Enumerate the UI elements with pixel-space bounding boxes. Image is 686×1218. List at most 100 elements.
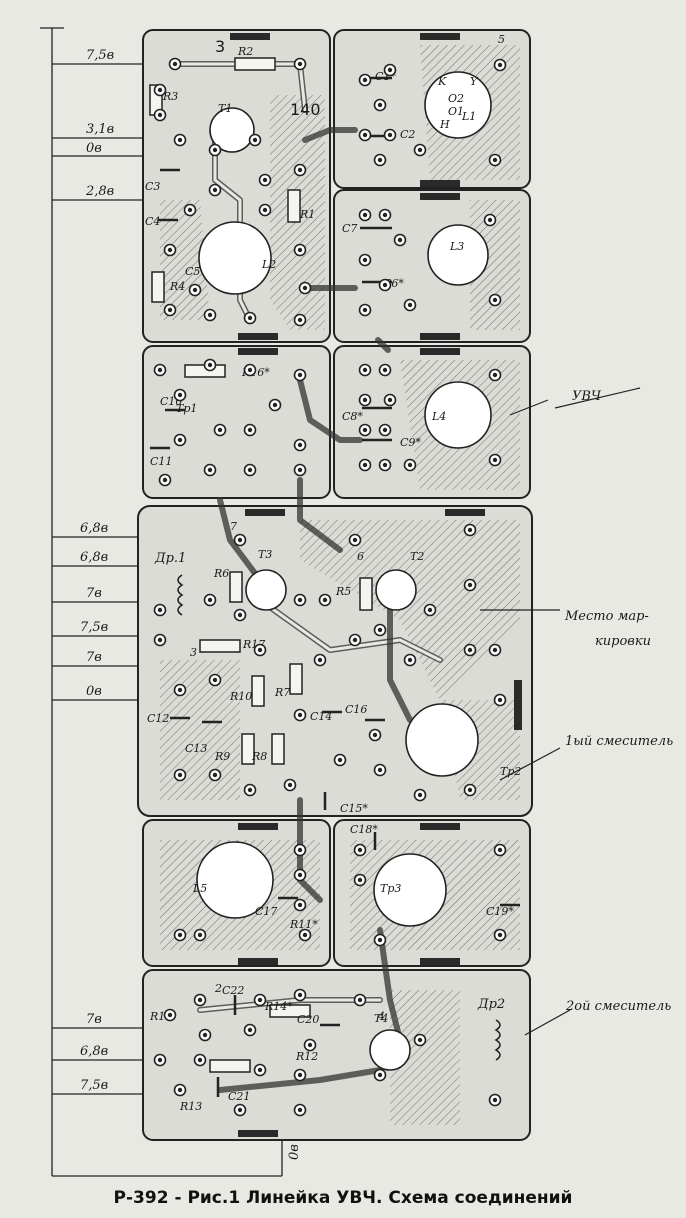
solder-pad-hole bbox=[467, 647, 473, 653]
solder-pad-hole bbox=[382, 462, 388, 468]
svg-text:C11: C11 bbox=[150, 455, 172, 468]
svg-text:T2: T2 bbox=[410, 550, 424, 563]
svg-text:L2: L2 bbox=[261, 258, 276, 271]
svg-text:3: 3 bbox=[190, 646, 197, 659]
solder-pad-hole bbox=[177, 437, 183, 443]
transistor-t2 bbox=[375, 569, 417, 611]
callout-uvch: УВЧ bbox=[572, 389, 602, 404]
solder-pad-hole bbox=[382, 367, 388, 373]
transistor-t3 bbox=[245, 569, 287, 611]
svg-text:R1: R1 bbox=[299, 208, 315, 221]
solder-pad-hole bbox=[257, 647, 263, 653]
solder-pad-hole bbox=[287, 782, 293, 788]
solder-pad-hole bbox=[362, 462, 368, 468]
solder-pad-hole bbox=[187, 207, 193, 213]
solder-pad-hole bbox=[297, 467, 303, 473]
solder-pad-hole bbox=[362, 132, 368, 138]
solder-pad-hole bbox=[262, 207, 268, 213]
svg-text:T4: T4 bbox=[374, 1012, 388, 1025]
svg-text:R10: R10 bbox=[229, 690, 252, 703]
solder-pad-hole bbox=[357, 877, 363, 883]
solder-pad-hole bbox=[237, 1107, 243, 1113]
coil-l3 bbox=[427, 224, 489, 286]
lead-label-4: 2,8в bbox=[85, 184, 114, 199]
svg-text:C8*: C8* bbox=[342, 410, 363, 423]
svg-text:Др.1: Др.1 bbox=[154, 551, 186, 566]
svg-text:L3: L3 bbox=[449, 240, 464, 253]
solder-pad-hole bbox=[377, 767, 383, 773]
svg-text:4: 4 bbox=[377, 1010, 385, 1023]
callouts: УВЧ Место мар- кировки 1ый смеситель 2ой… bbox=[480, 387, 673, 1036]
solder-pad-hole bbox=[237, 537, 243, 543]
solder-pad-hole bbox=[372, 732, 378, 738]
board-3-left bbox=[142, 345, 331, 499]
solder-pad-hole bbox=[157, 637, 163, 643]
svg-text:H: H bbox=[439, 118, 450, 131]
svg-text:C19*: C19* bbox=[486, 905, 514, 918]
transistors bbox=[209, 107, 417, 1071]
solder-pad-hole bbox=[377, 627, 383, 633]
solder-pad-hole bbox=[167, 1012, 173, 1018]
solder-pad-hole bbox=[487, 217, 493, 223]
solder-pad-hole bbox=[257, 1067, 263, 1073]
svg-text:L5: L5 bbox=[192, 882, 207, 895]
svg-text:O1: O1 bbox=[448, 105, 464, 118]
solder-pad-hole bbox=[197, 1057, 203, 1063]
svg-text:C3: C3 bbox=[145, 180, 160, 193]
svg-text:C5: C5 bbox=[185, 265, 200, 278]
svg-text:R13: R13 bbox=[179, 1100, 202, 1113]
solder-pad-hole bbox=[352, 637, 358, 643]
solder-pad-hole bbox=[302, 285, 308, 291]
solder-pad-hole bbox=[247, 787, 253, 793]
solder-pad-hole bbox=[362, 307, 368, 313]
solder-pad-hole bbox=[247, 367, 253, 373]
svg-text:2: 2 bbox=[214, 982, 222, 995]
lead-label-5: 6,8в bbox=[80, 521, 108, 536]
svg-text:7: 7 bbox=[230, 520, 237, 533]
lead-label-6: 6,8в bbox=[80, 550, 108, 565]
solder-pad-hole bbox=[252, 137, 258, 143]
svg-text:R5: R5 bbox=[335, 585, 351, 598]
solder-pad-hole bbox=[362, 427, 368, 433]
solder-pad-hole bbox=[357, 847, 363, 853]
chokes bbox=[177, 574, 501, 1061]
choke-dr2 bbox=[494, 1019, 501, 1061]
solder-pad-hole bbox=[417, 1037, 423, 1043]
solder-pad-hole bbox=[192, 287, 198, 293]
svg-text:Тр3: Тр3 bbox=[380, 882, 401, 895]
solder-pad-hole bbox=[297, 167, 303, 173]
solder-pad-hole bbox=[357, 997, 363, 1003]
solder-pad-hole bbox=[407, 657, 413, 663]
solder-pad-hole bbox=[212, 147, 218, 153]
solder-pad-hole bbox=[492, 157, 498, 163]
callout-marking-2: кировки bbox=[595, 634, 651, 649]
solder-pad-hole bbox=[247, 315, 253, 321]
solder-pad-hole bbox=[467, 527, 473, 533]
hatched-areas bbox=[160, 45, 520, 1125]
coils bbox=[196, 71, 492, 927]
solder-pad-hole bbox=[167, 247, 173, 253]
solder-pad-hole bbox=[177, 687, 183, 693]
svg-text:Y: Y bbox=[470, 75, 479, 88]
svg-text:C18*: C18* bbox=[350, 823, 378, 836]
svg-text:R4: R4 bbox=[169, 280, 185, 293]
solder-pad-hole bbox=[212, 677, 218, 683]
callout-marking: Место мар- bbox=[564, 609, 649, 624]
lead-label-3: 0в bbox=[86, 141, 102, 156]
solder-pad-hole bbox=[417, 792, 423, 798]
solder-pad-hole bbox=[497, 697, 503, 703]
lead-label-11: 7в bbox=[86, 1012, 102, 1027]
svg-text:K: K bbox=[437, 75, 447, 88]
solder-pad-hole bbox=[337, 757, 343, 763]
svg-text:O2: O2 bbox=[448, 92, 464, 105]
solder-pad-hole bbox=[197, 997, 203, 1003]
solder-pad-hole bbox=[417, 147, 423, 153]
solder-pad-hole bbox=[177, 1087, 183, 1093]
svg-text:L1: L1 bbox=[461, 110, 476, 123]
solder-pad-hole bbox=[362, 212, 368, 218]
solder-pad-hole bbox=[297, 872, 303, 878]
solder-pad-hole bbox=[197, 932, 203, 938]
transistor-t1 bbox=[209, 107, 255, 153]
solder-pad-hole bbox=[207, 312, 213, 318]
solder-pad-hole bbox=[492, 457, 498, 463]
